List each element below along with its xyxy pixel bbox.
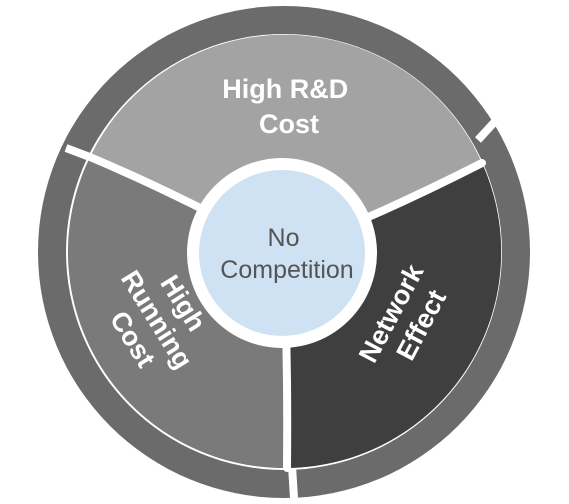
outer-gap-top-right (475, 113, 503, 143)
center-label-line: No (268, 224, 300, 252)
segment-label-line: Cost (259, 109, 319, 139)
center-circle-fill (199, 170, 365, 336)
center-label: No Competition (220, 224, 353, 284)
segment-label-high-rd-cost: High R&D Cost (222, 74, 356, 139)
outer-gap-bottom (288, 465, 298, 499)
segment-label-line: High R&D (222, 74, 348, 104)
center-label-line: Competition (220, 256, 353, 284)
